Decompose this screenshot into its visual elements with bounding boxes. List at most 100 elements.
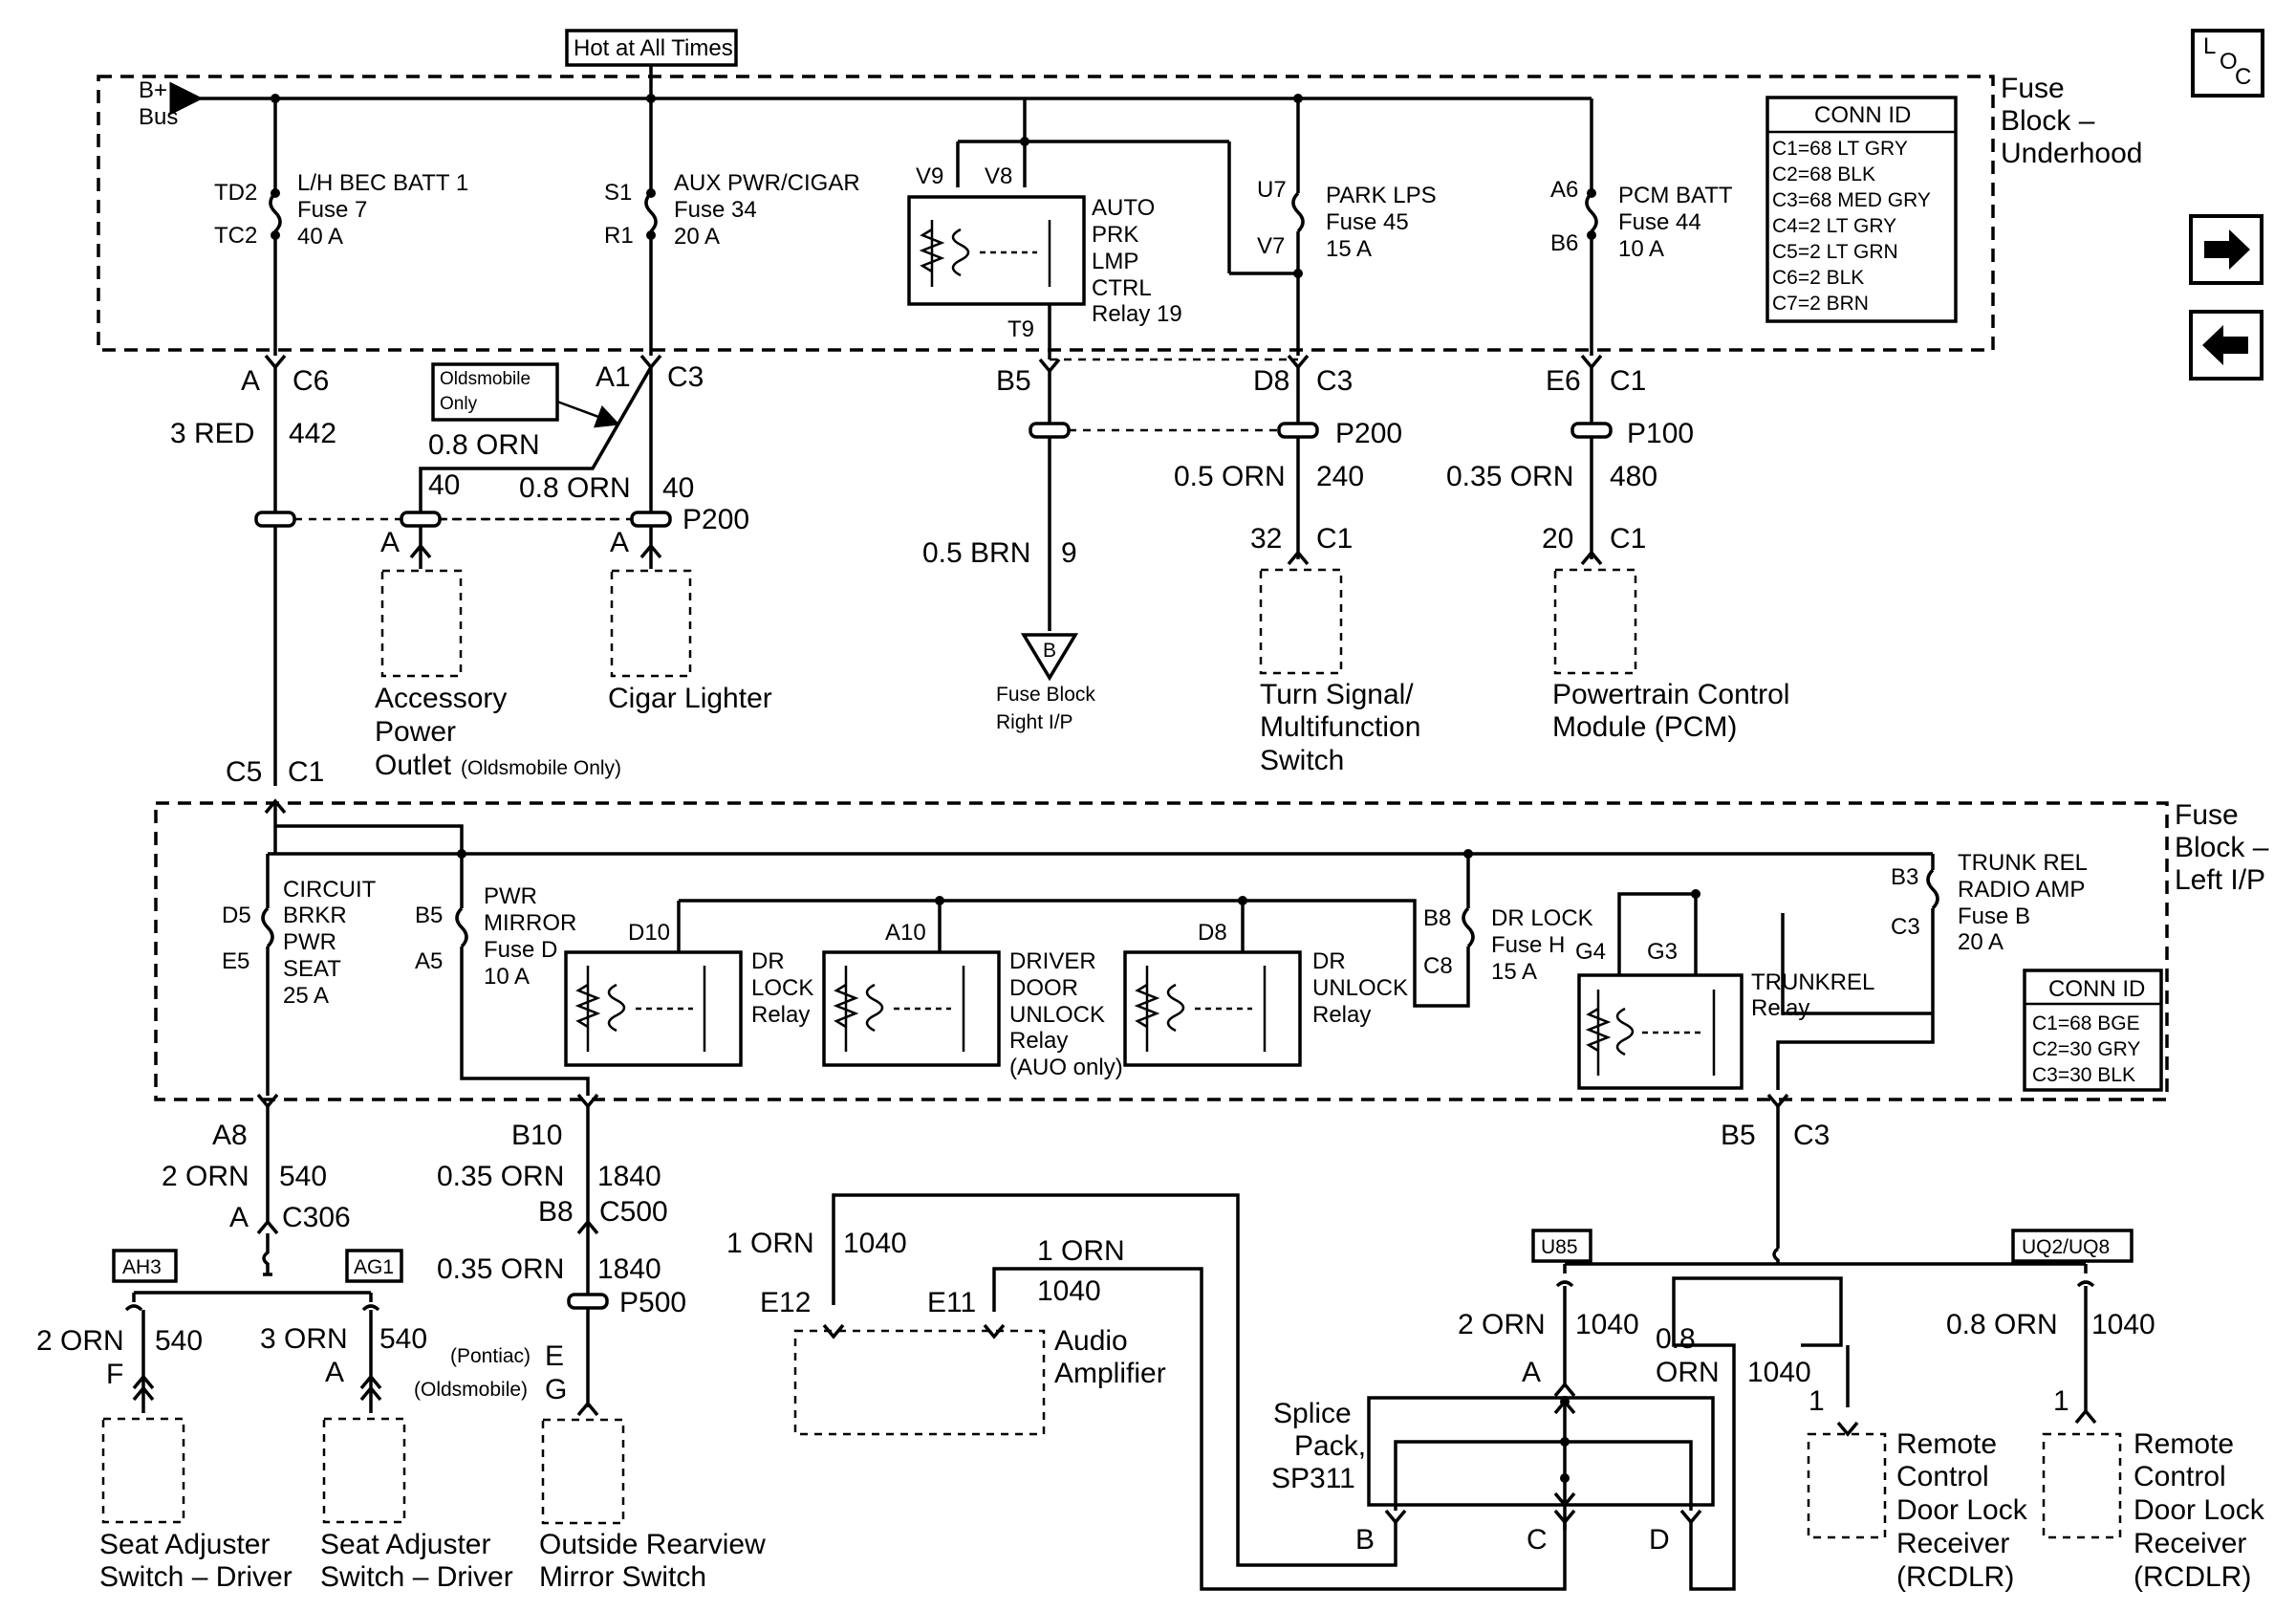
svg-text:Remote: Remote — [1896, 1428, 1997, 1460]
fuse-block-underhood: Fuse Block – Underhood B+ Bus TD2 TC2 L/… — [97, 73, 2142, 359]
svg-text:A: A — [380, 527, 400, 558]
svg-text:MIRROR: MIRROR — [484, 910, 576, 936]
svg-text:C6: C6 — [292, 365, 329, 397]
svg-text:Control: Control — [1896, 1461, 1989, 1492]
turn-signal-multifunction-switch: Turn Signal/ Multifunction Switch — [1259, 568, 1420, 776]
rcdlr-right: Remote Control Door Lock Receiver (RCDLR… — [2042, 1428, 2265, 1593]
svg-text:0.8 ORN: 0.8 ORN — [1946, 1309, 2058, 1340]
svg-text:15 A: 15 A — [1491, 959, 1537, 985]
svg-text:V9: V9 — [916, 163, 943, 189]
fuse-block-left-ip: Fuse Block – Left I/P D5 E5 CIRCUIT BRKR… — [154, 799, 2269, 1101]
svg-text:DRIVER: DRIVER — [1009, 948, 1096, 974]
svg-text:0.35 ORN: 0.35 ORN — [437, 1253, 564, 1285]
svg-text:Relay: Relay — [1751, 995, 1809, 1021]
svg-text:CIRCUIT: CIRCUIT — [283, 877, 377, 903]
svg-text:C3: C3 — [1793, 1120, 1830, 1151]
svg-text:Switch – Driver: Switch – Driver — [320, 1561, 513, 1593]
svg-text:Power: Power — [375, 716, 456, 748]
svg-text:1040: 1040 — [1037, 1275, 1101, 1307]
svg-text:1 ORN: 1 ORN — [726, 1228, 814, 1259]
svg-text:C1: C1 — [1610, 365, 1646, 397]
svg-text:Only: Only — [440, 394, 478, 414]
svg-text:B6: B6 — [1550, 230, 1578, 256]
svg-text:G: G — [545, 1374, 567, 1405]
svg-text:(Pontiac): (Pontiac) — [450, 1345, 531, 1367]
svg-text:A10: A10 — [885, 920, 926, 946]
svg-text:AH3: AH3 — [122, 1256, 162, 1278]
svg-text:0.8 ORN: 0.8 ORN — [428, 429, 540, 461]
svg-text:0.8: 0.8 — [1656, 1323, 1696, 1355]
svg-text:Receiver: Receiver — [1896, 1528, 2009, 1559]
svg-text:C3=68 MED GRY: C3=68 MED GRY — [1772, 189, 1931, 211]
svg-text:0.35 ORN: 0.35 ORN — [437, 1161, 564, 1192]
svg-text:V7: V7 — [1257, 233, 1285, 259]
loc-button[interactable]: L O C — [2191, 29, 2264, 98]
svg-text:A6: A6 — [1550, 177, 1578, 203]
svg-text:DR LOCK: DR LOCK — [1491, 905, 1593, 931]
svg-text:C2=68 BLK: C2=68 BLK — [1772, 163, 1875, 185]
svg-text:(Oldsmobile): (Oldsmobile) — [414, 1379, 528, 1401]
svg-text:1040: 1040 — [1575, 1309, 1639, 1340]
svg-text:SP311: SP311 — [1271, 1463, 1355, 1494]
svg-text:20 A: 20 A — [1958, 929, 2004, 955]
svg-text:B3: B3 — [1891, 864, 1918, 890]
accessory-power-outlet: Accessory Power Outlet (Oldsmobile Only) — [375, 569, 621, 781]
svg-text:B8: B8 — [538, 1196, 574, 1228]
svg-text:C: C — [1527, 1524, 1548, 1556]
svg-text:B+: B+ — [139, 77, 167, 103]
svg-text:15 A: 15 A — [1326, 236, 1372, 262]
svg-text:540: 540 — [379, 1323, 427, 1355]
svg-text:10 A: 10 A — [1618, 236, 1664, 262]
svg-text:3 RED: 3 RED — [170, 418, 254, 449]
svg-text:3 ORN: 3 ORN — [260, 1323, 348, 1355]
svg-text:D: D — [1649, 1524, 1670, 1556]
arrow-left-icon — [2202, 325, 2248, 365]
svg-text:E: E — [545, 1340, 564, 1372]
svg-text:C1=68 BGE: C1=68 BGE — [2032, 1012, 2140, 1034]
svg-text:Switch: Switch — [1260, 745, 1344, 776]
svg-text:2 ORN: 2 ORN — [162, 1161, 249, 1192]
svg-text:Outlet: Outlet — [375, 750, 452, 781]
svg-text:E12: E12 — [760, 1287, 811, 1318]
svg-text:Fuse H: Fuse H — [1491, 932, 1565, 958]
svg-text:Underhood: Underhood — [2001, 138, 2142, 169]
svg-text:Block –: Block – — [2001, 105, 2095, 137]
svg-text:Switch – Driver: Switch – Driver — [99, 1561, 292, 1593]
svg-text:C3=30 BLK: C3=30 BLK — [2032, 1064, 2135, 1086]
svg-text:A: A — [229, 1202, 249, 1233]
svg-text:Left I/P: Left I/P — [2175, 864, 2265, 896]
svg-text:Fuse: Fuse — [2175, 799, 2239, 831]
svg-text:G3: G3 — [1647, 939, 1678, 965]
svg-text:540: 540 — [279, 1161, 327, 1192]
svg-text:G4: G4 — [1575, 939, 1606, 965]
svg-text:BRKR: BRKR — [283, 903, 347, 928]
svg-text:D5: D5 — [222, 903, 251, 928]
next-page-button[interactable] — [2189, 214, 2264, 285]
svg-text:AG1: AG1 — [354, 1256, 394, 1278]
prev-page-button[interactable] — [2189, 310, 2264, 381]
svg-text:C1: C1 — [1610, 523, 1646, 555]
svg-text:C306: C306 — [282, 1202, 351, 1233]
svg-text:P500: P500 — [619, 1287, 686, 1318]
svg-text:Accessory: Accessory — [375, 683, 507, 714]
svg-text:40 A: 40 A — [297, 224, 343, 250]
svg-text:25 A: 25 A — [283, 983, 329, 1009]
cigar-lighter: Cigar Lighter — [608, 569, 772, 714]
svg-text:Module (PCM): Module (PCM) — [1552, 711, 1737, 743]
svg-text:(RCDLR): (RCDLR) — [1896, 1561, 2014, 1593]
svg-text:B8: B8 — [1423, 905, 1451, 931]
svg-text:Fuse D: Fuse D — [484, 937, 557, 963]
svg-text:LMP: LMP — [1092, 249, 1138, 274]
svg-text:C: C — [2235, 64, 2251, 90]
fuse-7: TD2 TC2 L/H BEC BATT 1 Fuse 7 40 A — [214, 94, 468, 356]
svg-text:Door Lock: Door Lock — [2134, 1494, 2265, 1526]
svg-text:CONN ID: CONN ID — [1814, 102, 1911, 128]
svg-text:40: 40 — [428, 469, 460, 501]
svg-text:Fuse 7: Fuse 7 — [297, 197, 367, 223]
conn-id-table-ip: CONN ID C1=68 BGE C2=30 GRY C3=30 BLK — [2023, 969, 2163, 1092]
conn-id-table-underhood: CONN ID C1=68 LT GRY C2=68 BLK C3=68 MED… — [1765, 96, 1958, 323]
svg-text:C4=2 LT GRY: C4=2 LT GRY — [1772, 215, 1896, 237]
svg-text:C5=2 LT GRN: C5=2 LT GRN — [1772, 241, 1898, 263]
svg-text:Relay 19: Relay 19 — [1092, 301, 1182, 327]
svg-text:2 ORN: 2 ORN — [36, 1325, 124, 1357]
